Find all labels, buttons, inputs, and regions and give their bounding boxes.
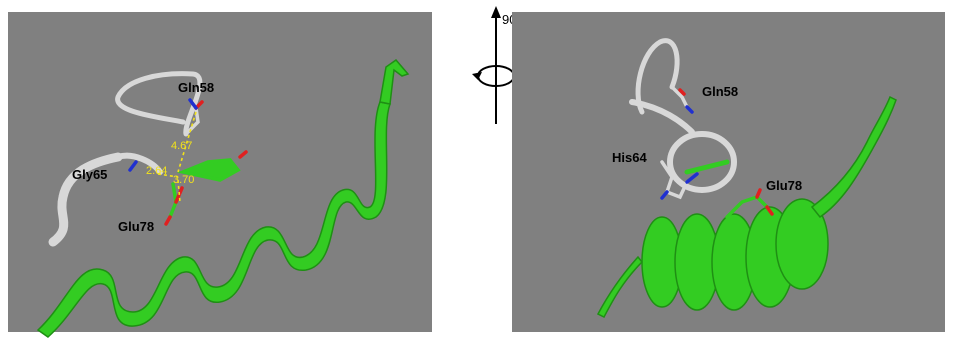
left-hbonds xyxy=(158,112,196,202)
distance-label-2: 2.64 xyxy=(146,165,167,177)
left-helix xyxy=(38,60,408,337)
right-residue-label-his64: His64 xyxy=(612,150,647,165)
right-loop xyxy=(632,41,734,190)
right-helix xyxy=(598,97,896,317)
right-residue-label-gln58: Gln58 xyxy=(702,84,738,99)
left-structure-panel: Gln58 Gly65 Glu78 4.67 2.64 3.70 xyxy=(8,12,432,332)
residue-label-glu78: Glu78 xyxy=(118,219,154,234)
right-sidechains xyxy=(662,87,772,217)
distance-label-1: 4.67 xyxy=(171,140,192,152)
left-loop xyxy=(53,74,200,242)
residue-label-gln58: Gln58 xyxy=(178,80,214,95)
residue-label-gly65: Gly65 xyxy=(72,167,107,182)
right-structure-panel: Gln58 His64 Glu78 xyxy=(512,12,945,332)
right-structure-render xyxy=(512,12,945,332)
right-residue-label-glu78: Glu78 xyxy=(766,178,802,193)
distance-label-3: 3.70 xyxy=(173,174,194,186)
